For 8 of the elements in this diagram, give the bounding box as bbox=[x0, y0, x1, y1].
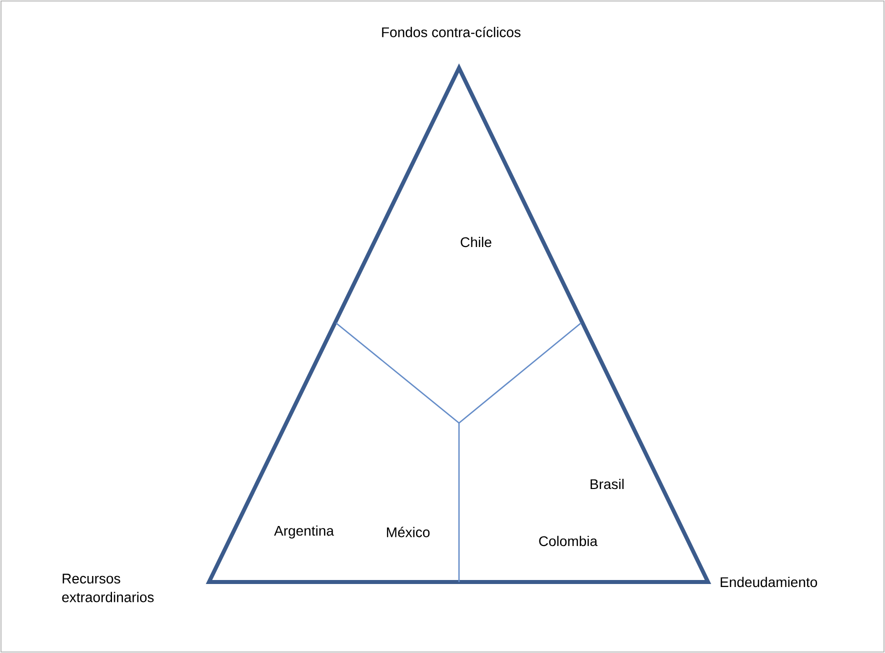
vertex-label: Recursos extraordinarios bbox=[62, 574, 154, 602]
region-label: Brasil bbox=[590, 478, 624, 490]
region-label: Colombia bbox=[539, 536, 598, 546]
region-label: Chile bbox=[460, 236, 492, 248]
vertex-label: Endeudamiento bbox=[720, 576, 818, 588]
region-label: México bbox=[386, 526, 430, 538]
vertex-label: Fondos contra-cíclicos bbox=[382, 26, 520, 38]
region-label: Argentina bbox=[274, 525, 334, 539]
